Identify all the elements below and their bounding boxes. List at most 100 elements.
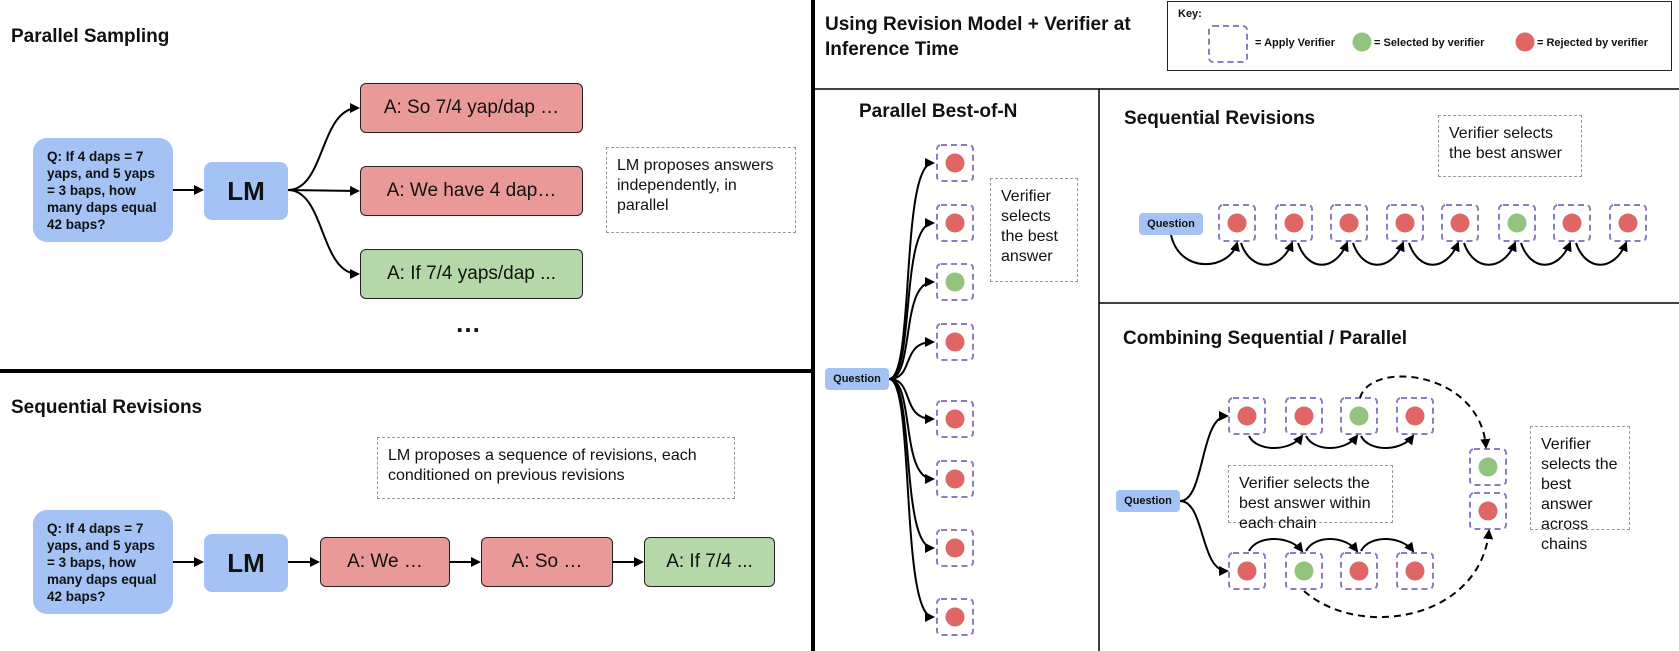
- best-of-n-title: Parallel Best-of-N: [859, 101, 1018, 122]
- arrow-question-to-chain: [1179, 411, 1229, 502]
- question-node: Question: [1139, 213, 1203, 235]
- rejected-dot-icon: [1478, 501, 1498, 521]
- selected-dot-icon: [945, 272, 965, 292]
- rejected-dot-icon: [1294, 406, 1314, 426]
- key-rejected-dot-icon: [1515, 32, 1535, 52]
- arrow-revision-chain: [1520, 241, 1572, 266]
- right-sequential-revisions-title: Sequential Revisions: [1124, 108, 1316, 129]
- question-box: Q: If 4 daps = 7 yaps, and 5 yaps = 3 ba…: [33, 510, 173, 614]
- arrow-chain-revision: [1248, 538, 1304, 553]
- rejected-dot-icon: [945, 538, 965, 558]
- rejected-dot-icon: [1237, 406, 1257, 426]
- verifier-box-icon: [936, 460, 974, 498]
- combined-across-chains-note: Verifier selects the best answer across …: [1530, 426, 1630, 553]
- arrow-question-to-candidate: [888, 158, 935, 380]
- arrow-revision-chain: [1240, 241, 1294, 266]
- key-rejected-label: = Rejected by verifier: [1537, 37, 1648, 49]
- verifier-box-icon: [1330, 204, 1368, 242]
- rejected-dot-icon: [945, 607, 965, 627]
- answer-box-rejected: A: So 7/4 yap/dap …: [360, 83, 583, 133]
- arrow-question-to-candidate: [888, 277, 935, 380]
- main-title: Using Revision Model + Verifier at Infer…: [825, 14, 1131, 60]
- rejected-dot-icon: [945, 153, 965, 173]
- arrow-lm-to-answer: [287, 185, 360, 196]
- verifier-box-icon: [936, 529, 974, 567]
- right-sequential-note: Verifier selects the best answer: [1438, 115, 1582, 177]
- ellipsis: …: [455, 308, 483, 338]
- arrow-question-to-candidate: [888, 378, 935, 553]
- rejected-dot-icon: [1618, 213, 1638, 233]
- key-selected-dot-icon: [1352, 32, 1372, 52]
- arrow-question-to-candidate: [888, 378, 935, 484]
- arrow-revision-chain: [1297, 241, 1349, 266]
- combined-within-chain-note: Verifier selects the best answer within …: [1228, 465, 1393, 532]
- combined-title: Combining Sequential / Parallel: [1123, 328, 1407, 349]
- selected-dot-icon: [1349, 406, 1369, 426]
- rejected-dot-icon: [945, 409, 965, 429]
- key-label: Key:: [1178, 8, 1202, 20]
- key-legend: [1167, 1, 1672, 71]
- revision-box-rejected: A: So …: [481, 537, 613, 587]
- question-node: Question: [1116, 490, 1180, 512]
- verifier-box-icon: [1441, 204, 1479, 242]
- arrow-chain-to-final: [1303, 529, 1494, 619]
- arrow-lm-to-answer: [287, 189, 360, 279]
- arrow-revision-chain: [1408, 241, 1460, 266]
- verifier-box-icon: [1469, 448, 1507, 486]
- lm-box: LM: [204, 534, 288, 592]
- rejected-dot-icon: [1237, 561, 1257, 581]
- selected-dot-icon: [1478, 457, 1498, 477]
- verifier-box-icon: [936, 323, 974, 361]
- rejected-dot-icon: [1227, 213, 1247, 233]
- sequential-revisions-note: LM proposes a sequence of revisions, eac…: [377, 437, 735, 499]
- verifier-box-icon: [1340, 397, 1378, 435]
- rejected-dot-icon: [1562, 213, 1582, 233]
- verifier-box-icon: [1228, 397, 1266, 435]
- verifier-box-icon: [936, 204, 974, 242]
- sequential-revisions-title: Sequential Revisions: [11, 397, 203, 418]
- question-node: Question: [825, 368, 889, 390]
- verifier-box-icon: [936, 263, 974, 301]
- selected-dot-icon: [1507, 213, 1527, 233]
- arrow-question-to-candidate: [888, 218, 935, 380]
- rejected-dot-icon: [945, 332, 965, 352]
- verifier-box-icon: [1228, 552, 1266, 590]
- rejected-dot-icon: [1395, 213, 1415, 233]
- verifier-box-icon: [1396, 397, 1434, 435]
- question-box: Q: If 4 daps = 7 yaps, and 5 yaps = 3 ba…: [33, 138, 173, 242]
- verifier-box-icon: [1275, 204, 1313, 242]
- parallel-sampling-title: Parallel Sampling: [11, 26, 170, 47]
- rejected-dot-icon: [1405, 406, 1425, 426]
- rejected-dot-icon: [945, 469, 965, 489]
- arrow-revision-chain: [1463, 241, 1517, 266]
- rejected-dot-icon: [1405, 561, 1425, 581]
- revision-box-rejected: A: We …: [320, 537, 450, 587]
- arrow-revision-chain: [1170, 234, 1240, 266]
- answer-box-selected: A: If 7/4 yaps/dap ...: [360, 249, 583, 299]
- arrow-lm-to-answer: [287, 103, 360, 191]
- rejected-dot-icon: [1339, 213, 1359, 233]
- verifier-box-icon: [1498, 204, 1536, 242]
- arrow-chain-revision: [1360, 538, 1415, 553]
- verifier-box-icon: [1553, 204, 1591, 242]
- arrow-chain-revision: [1360, 434, 1415, 449]
- lm-box: LM: [204, 162, 288, 220]
- key-verifier-box-icon: [1208, 25, 1248, 63]
- verifier-box-icon: [1469, 492, 1507, 530]
- selected-dot-icon: [1294, 561, 1314, 581]
- verifier-box-icon: [936, 400, 974, 438]
- answer-box-rejected: A: We have 4 dap…: [360, 166, 583, 216]
- verifier-box-icon: [1218, 204, 1256, 242]
- verifier-box-icon: [936, 144, 974, 182]
- arrow-chain-revision: [1305, 538, 1359, 553]
- key-verifier-label: = Apply Verifier: [1255, 37, 1335, 49]
- key-selected-label: = Selected by verifier: [1374, 37, 1485, 49]
- rejected-dot-icon: [1284, 213, 1304, 233]
- verifier-box-icon: [1340, 552, 1378, 590]
- rejected-dot-icon: [1349, 561, 1369, 581]
- verifier-box-icon: [1396, 552, 1434, 590]
- arrow-question-to-candidate: [888, 378, 935, 424]
- arrow-chain-revision: [1248, 434, 1304, 449]
- rejected-dot-icon: [945, 213, 965, 233]
